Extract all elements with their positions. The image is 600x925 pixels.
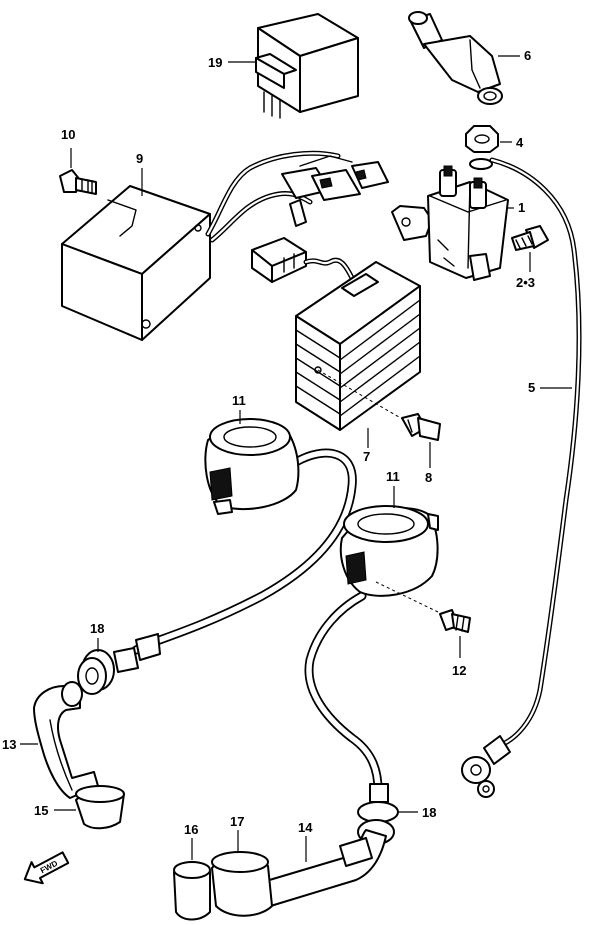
callout-12: 12 — [452, 663, 466, 678]
connector-plug — [251, 237, 355, 283]
callout-13: 13 — [2, 737, 16, 752]
callout-6: 6 — [524, 48, 531, 63]
callout-7: 7 — [363, 449, 370, 464]
callout-19: 19 — [208, 55, 222, 70]
cap-6: 6 — [408, 11, 531, 105]
callout-11-left: 11 — [232, 393, 246, 408]
bolt-8: 8 — [401, 413, 441, 485]
callout-17: 17 — [230, 814, 244, 829]
bolt-2-3: 2•3 — [511, 225, 549, 290]
callout-11-right: 11 — [386, 469, 400, 484]
starter-relay-1: 1 — [391, 165, 525, 281]
callout-2-3: 2•3 — [516, 275, 535, 290]
sleeve-16: 16 — [173, 822, 211, 921]
callout-16: 16 — [184, 822, 198, 837]
callout-18-right: 18 — [422, 805, 436, 820]
callout-14: 14 — [298, 820, 313, 835]
callout-1: 1 — [518, 200, 525, 215]
plug-cap-13: 13 — [2, 681, 99, 799]
ignition-coil-11-left: 11 — [131, 393, 357, 655]
callout-18-left: 18 — [90, 621, 104, 636]
seal-18-left: 18 — [77, 621, 161, 695]
cdi-unit-9: 9 — [61, 151, 211, 341]
plug-cap-14: 14 — [255, 820, 387, 909]
screw-12: 12 — [439, 609, 471, 678]
callout-9: 9 — [136, 151, 143, 166]
battery-cable-5: 5 — [461, 157, 582, 798]
callout-5: 5 — [528, 380, 535, 395]
callout-8: 8 — [425, 470, 432, 485]
callout-15: 15 — [34, 803, 48, 818]
boot-17: 17 — [211, 814, 273, 917]
wiring-harness — [205, 150, 389, 243]
callout-10: 10 — [61, 127, 75, 142]
bolt-10: 10 — [59, 127, 97, 195]
forward-arrow-icon: FWD — [23, 851, 70, 885]
ignition-coil-11-right: 11 — [304, 469, 439, 795]
relay-box-19: 19 — [208, 13, 359, 119]
callout-4: 4 — [516, 135, 524, 150]
sleeve-15: 15 — [34, 785, 125, 830]
nut-4: 4 — [465, 125, 524, 170]
regulator-rectifier-7: 7 — [295, 261, 421, 464]
